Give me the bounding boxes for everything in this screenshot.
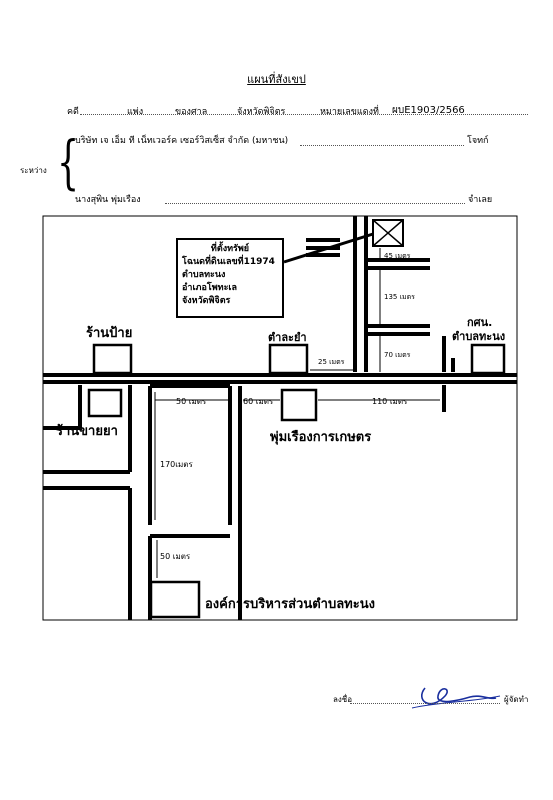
distance-label: 60 เมตร xyxy=(243,397,274,406)
shop-sign-building xyxy=(92,343,133,375)
distance-label: 50 เมตร xyxy=(176,397,207,406)
gorsonor-building xyxy=(470,343,506,375)
property-title: ที่ตั้งทรัพย์ xyxy=(210,244,250,254)
pharmacy-building xyxy=(87,388,123,418)
property-line: ตำบลทะนง xyxy=(182,270,226,280)
label-police: ตำละยำ xyxy=(268,331,307,344)
sao-building xyxy=(149,580,201,619)
defendant-role: จำเลย xyxy=(468,195,493,205)
case-type: แพ่ง xyxy=(127,107,144,117)
label-sao: องค์การบริหารส่วนตำบลทะนง xyxy=(205,597,375,612)
label-gorsonor: กศน. xyxy=(467,316,493,329)
case-number-label: หมายเลขแดงที่ xyxy=(320,107,379,117)
distance-label: 50 เมตร xyxy=(160,552,191,561)
map-frame xyxy=(42,215,518,621)
property-line: จังหวัดพิจิตร xyxy=(182,296,231,306)
page-title: แผนที่สังเขป xyxy=(247,73,306,86)
property-line: โฉนดที่ดินเลขที่11974 xyxy=(182,257,275,267)
header-dotted-line xyxy=(80,114,528,115)
pointer-line xyxy=(283,232,374,264)
plaintiff-dotted-line xyxy=(300,145,464,146)
distance-label: 135 เมตร xyxy=(384,293,415,301)
property-line: อำเภอโพทะเล xyxy=(182,283,237,293)
distance-label: 45 เมตร xyxy=(384,252,411,260)
property-marker xyxy=(372,219,404,247)
distance-label: 110 เมตร xyxy=(372,397,408,406)
farm-shop-building xyxy=(280,388,318,422)
plaintiff-name: บริษัท เจ เอ็ม ที เน็ทเวอร์ค เซอร์วิสเซ็… xyxy=(75,136,289,146)
province: จังหวัดพิจิตร xyxy=(237,107,286,117)
court-label: ของศาล xyxy=(175,107,208,117)
between-label: ระหว่าง xyxy=(20,166,47,175)
police-building xyxy=(268,343,309,375)
label-shop-sign: ร้านป้าย xyxy=(86,326,133,341)
label-farm-shop: พุ่มเรืองการเกษตร xyxy=(270,430,372,445)
distance-label: 25 เมตร xyxy=(318,358,345,366)
sign-label: ลงชื่อ xyxy=(333,695,353,704)
label-gorsonor-sub: ตำบลทะนง xyxy=(452,330,506,343)
brace: { xyxy=(57,128,80,196)
case-label: คดี xyxy=(67,107,79,117)
sign-dotted-line xyxy=(350,703,500,704)
distance-label: 170เมตร xyxy=(160,460,193,469)
case-number: ผบE1903/2566 xyxy=(392,105,465,116)
label-pharmacy: ร้านขายยา xyxy=(56,424,118,439)
plaintiff-role: โจทก์ xyxy=(467,136,489,146)
defendant-name: นางสุพิน พุ่มเรือง xyxy=(75,195,141,205)
distance-label: 70 เมตร xyxy=(384,351,411,359)
defendant-dotted-line xyxy=(165,203,465,204)
sign-role: ผู้จัดทำ xyxy=(504,695,529,704)
property-info-box: ที่ตั้งทรัพย์ โฉนดที่ดินเลขที่11974 ตำบล… xyxy=(176,238,284,318)
